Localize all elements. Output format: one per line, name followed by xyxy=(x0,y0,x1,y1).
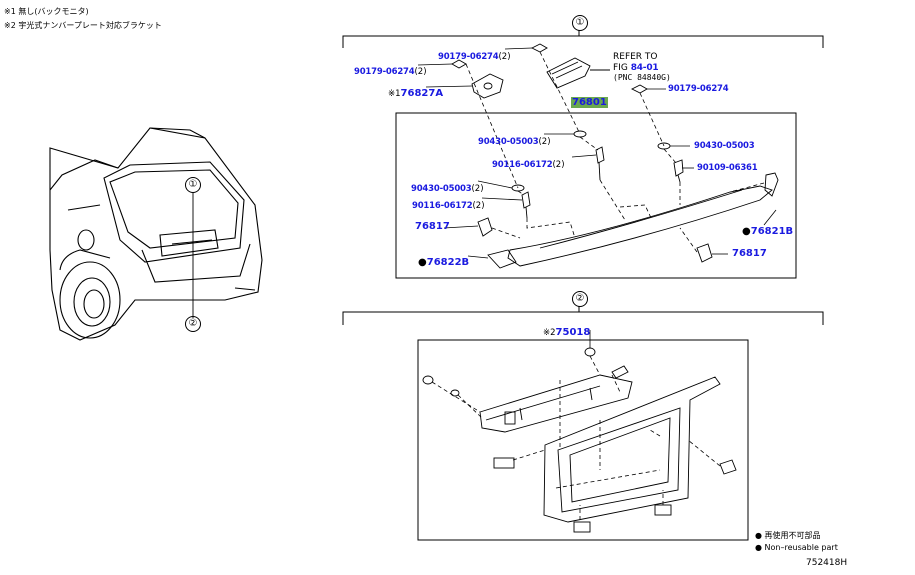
part-90109[interactable]: 90109-06361 xyxy=(697,163,758,173)
part-76827a[interactable]: ※176827A xyxy=(388,88,444,99)
refer-fig-link[interactable]: FIG 84-01 xyxy=(613,63,659,73)
section1-marker: ① xyxy=(572,15,588,31)
part-90179-left[interactable]: 90179-06274(2) xyxy=(354,67,427,77)
car-illustration xyxy=(49,127,263,341)
section1-bracket xyxy=(342,35,824,48)
legend-non-reusable-jp: ● 再使用不可部品 xyxy=(755,531,821,540)
car-marker-1: ① xyxy=(185,177,201,193)
part-76801[interactable]: 76801 xyxy=(571,97,608,108)
section2-box xyxy=(417,339,749,541)
note-bracket: ※2 宇光式ナンバープレート対応ブラケット xyxy=(4,21,162,30)
part-76821b[interactable]: ●76821B xyxy=(742,226,794,237)
figure-code: 752418H xyxy=(806,558,848,568)
part-90430-b[interactable]: 90430-05003 xyxy=(694,141,755,151)
part-90179-top[interactable]: 90179-06274(2) xyxy=(438,52,511,62)
part-76817-right[interactable]: 76817 xyxy=(732,248,767,259)
part-90430-c[interactable]: 90430-05003(2) xyxy=(411,184,484,194)
refer-to-label: REFER TO xyxy=(613,52,658,62)
note-no-back-monitor: ※1 無し(バックモニタ) xyxy=(4,7,89,16)
section2-marker: ② xyxy=(572,291,588,307)
legend-non-reusable-en: ● Non–reusable part xyxy=(755,543,838,552)
part-76817-left[interactable]: 76817 xyxy=(415,221,450,232)
part-75018[interactable]: ※275018 xyxy=(543,327,591,338)
part-90430-a[interactable]: 90430-05003(2) xyxy=(478,137,551,147)
car-marker-2: ② xyxy=(185,316,201,332)
part-90179-right[interactable]: 90179-06274 xyxy=(668,84,729,94)
part-90116-b[interactable]: 90116-06172(2) xyxy=(412,201,485,211)
part-76822b[interactable]: ●76822B xyxy=(418,257,470,268)
part-90116-a[interactable]: 90116-06172(2) xyxy=(492,160,565,170)
refer-pnc: (PNC 84840G) xyxy=(613,73,671,82)
section1-box xyxy=(395,112,797,279)
section2-bracket xyxy=(342,311,824,325)
